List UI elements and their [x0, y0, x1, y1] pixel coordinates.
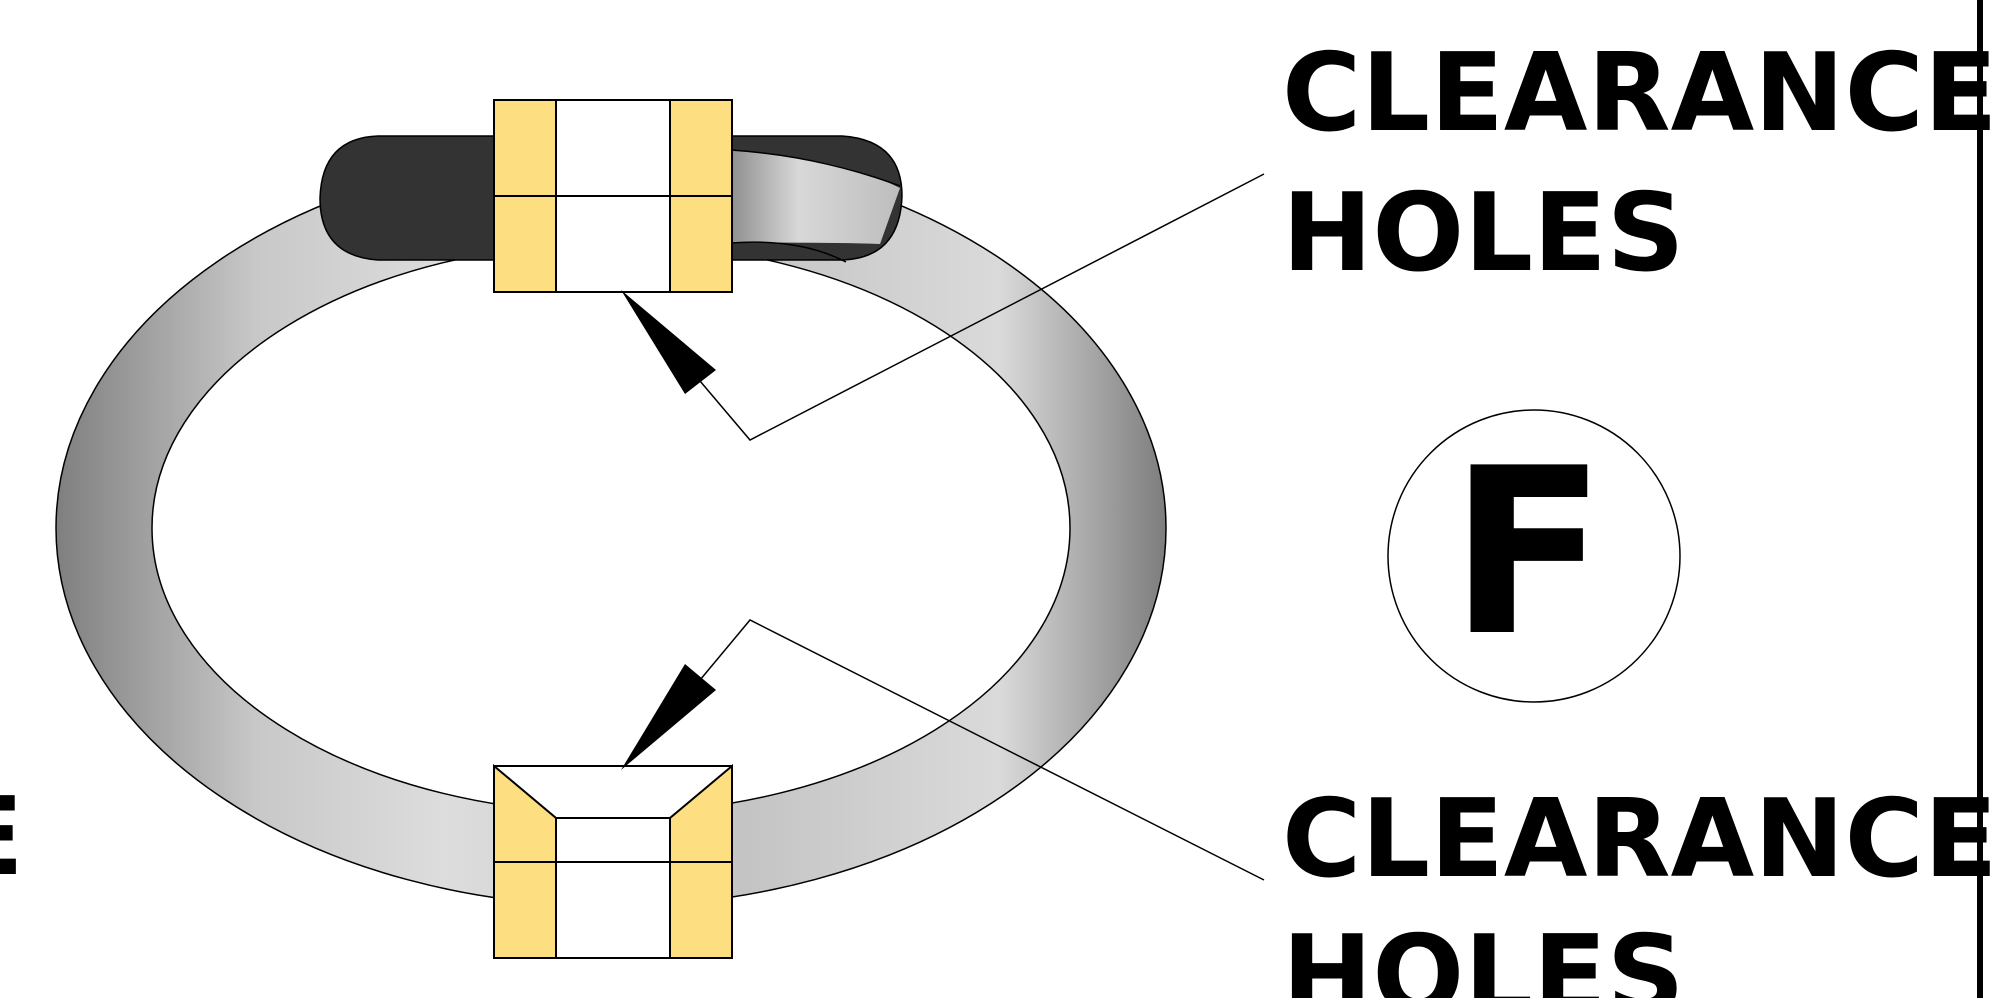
left-label-fragment: E — [0, 775, 24, 900]
bottom-label-line2: HOLES — [1282, 913, 1685, 998]
top-arrowhead — [621, 290, 716, 394]
ring-overlap-top-right-inner-edge — [730, 241, 847, 263]
top-label-line1: CLEARANCE — [1282, 31, 1998, 156]
top-label-line2: HOLES — [1282, 171, 1685, 296]
bottom-leader — [621, 619, 1265, 881]
bottom-clamp-block — [493, 763, 733, 959]
bottom-arrowhead — [621, 664, 716, 770]
circle-letter: F — [1449, 420, 1606, 687]
bottom-label-line1: CLEARANCE — [1282, 777, 1998, 902]
reference-circle — [1387, 409, 1681, 703]
top-leader — [621, 173, 1265, 441]
ring-overlap-top-right — [731, 150, 900, 244]
top-clamp-block — [493, 99, 733, 293]
ring-overlap-top-right-edge — [730, 149, 901, 187]
